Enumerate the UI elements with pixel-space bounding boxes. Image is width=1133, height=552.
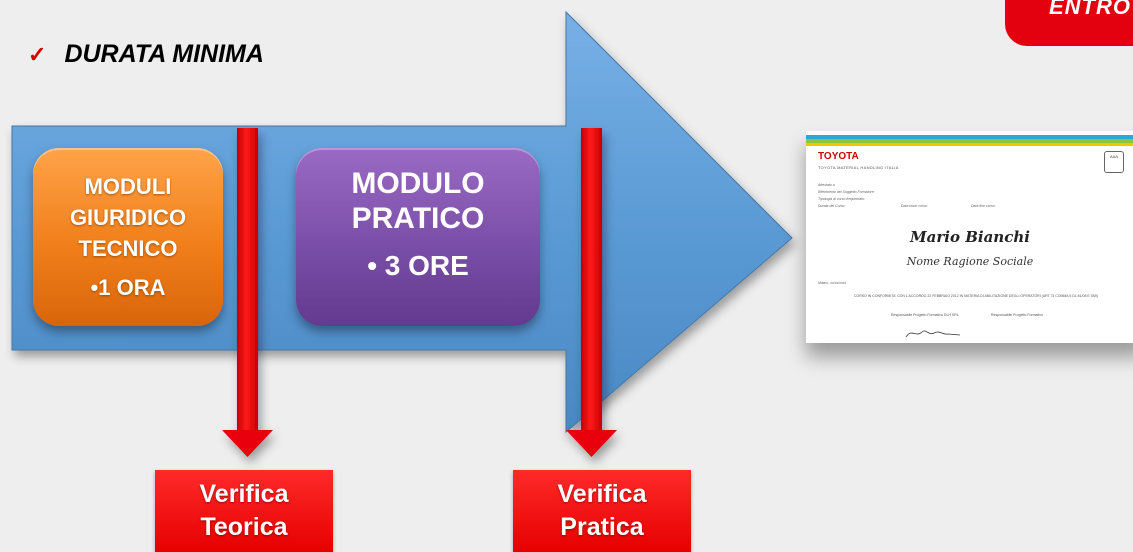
certificate-company: TOYOTA MATERIAL HANDLING ITALIA — [818, 165, 899, 170]
certificate-signature-image — [905, 330, 961, 338]
theory-module-line2: GIURIDICO — [69, 205, 187, 230]
certificate-org: Nome Ragione Sociale — [906, 255, 1034, 268]
verify-practice-line1: Verifica — [557, 480, 647, 508]
theory-module-line1: MODULI — [84, 174, 172, 199]
certificate-emblem-icon: AAA — [1104, 151, 1124, 173]
certificate-image: TOYOTA TOYOTA MATERIAL HANDLING ITALIA A… — [806, 131, 1133, 343]
theory-module-box: MODULI GIURIDICO TECNICO •1 ORA — [33, 148, 223, 326]
certificate-place: Milano, xx/xx/xxxx — [818, 281, 847, 285]
certificate-signature-label-1: Responsabile Progetto Formativo DLH SRL — [891, 313, 959, 317]
heading: ✓ DURATA MINIMA — [28, 40, 264, 69]
practice-module-line2: PRATICO — [351, 202, 485, 235]
certificate-brand-logo: TOYOTA — [818, 151, 859, 162]
red-arrow-practice — [566, 128, 617, 457]
certificate-field-4: Durata del Corso: — [818, 204, 846, 208]
practice-module-duration: • 3 ORE — [367, 250, 469, 281]
theory-module-line3: TECNICO — [78, 236, 178, 261]
theory-module-duration: •1 ORA — [90, 275, 166, 300]
certificate-name: Mario Bianchi — [910, 228, 1030, 246]
red-arrow-theory — [222, 128, 273, 457]
certificate-signature-label-2: Responsabile Progetto Formativo — [991, 313, 1043, 317]
certificate-field-3: Tipologia di corso frequentato: — [818, 197, 866, 201]
verify-practice-line2: Pratica — [560, 513, 644, 541]
practice-module-line1: MODULO — [351, 167, 485, 200]
certificate-stripe-green — [806, 139, 1133, 143]
certificate-field-1: Attestato a — [818, 183, 835, 187]
verify-theory-box: Verifica Teorica — [155, 470, 333, 552]
checkmark-icon: ✓ — [28, 41, 47, 67]
certificate-fineprint: CORSO IN CONFORMITA' CON L'ACCORDO 22 FE… — [853, 294, 1099, 298]
verify-theory-line1: Verifica — [199, 480, 289, 508]
verify-practice-box: Verifica Pratica — [513, 470, 691, 552]
certificate-stripe-blue — [806, 135, 1133, 139]
certificate-field-5: Data inizio corso: — [901, 204, 928, 208]
certificate-field-2: Riferimento del Soggetto Formatore: — [818, 190, 875, 194]
verify-theory-line2: Teorica — [200, 513, 288, 541]
heading-title: DURATA MINIMA — [64, 40, 264, 68]
practice-module-box: MODULO PRATICO • 3 ORE — [296, 148, 540, 326]
corner-badge: ENTRO — [1005, 0, 1133, 46]
certificate-stripe-yellow — [806, 143, 1133, 146]
certificate-field-6: Data fine corso: — [971, 204, 996, 208]
